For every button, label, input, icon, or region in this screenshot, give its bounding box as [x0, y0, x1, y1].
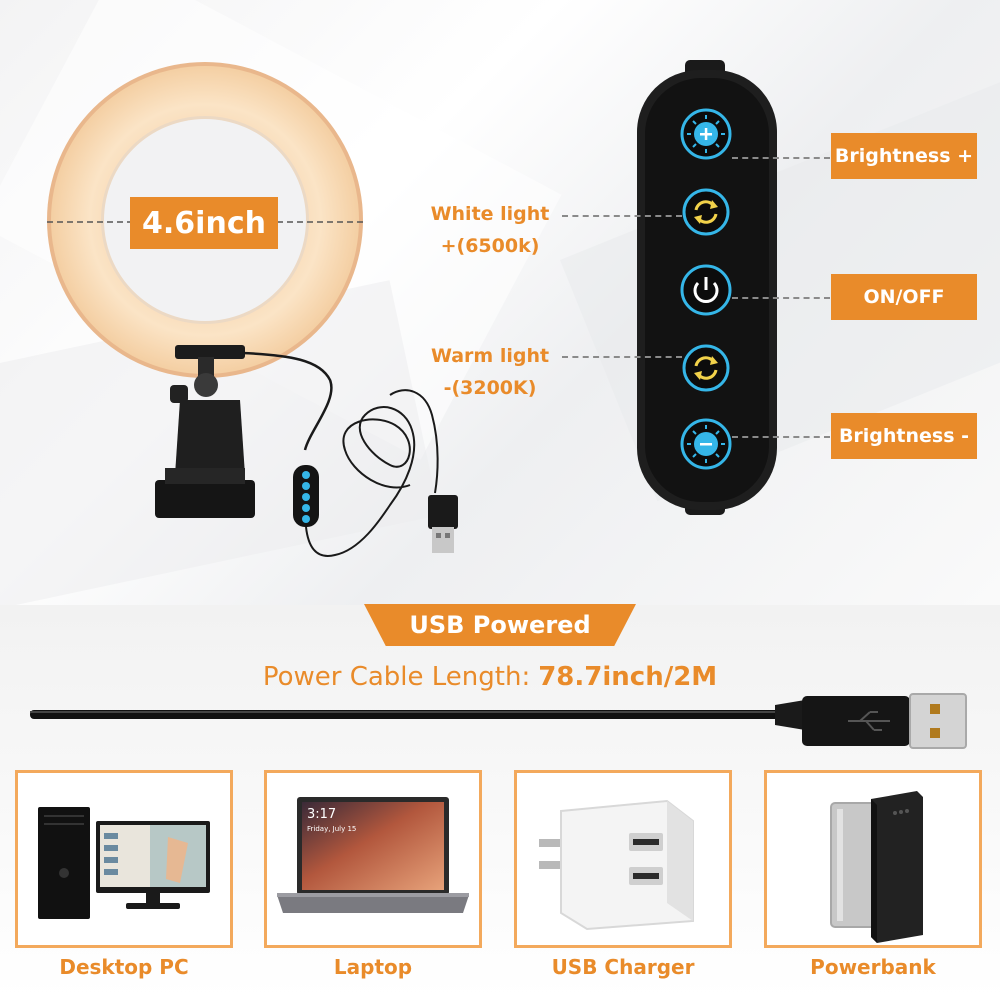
remote-controller-icon	[637, 60, 777, 515]
desktop-pc-icon	[38, 807, 210, 919]
warm-light-button[interactable]	[682, 344, 730, 392]
white-light-button[interactable]	[682, 188, 730, 236]
white-light-leader-line	[562, 215, 682, 217]
powerbank-label: Powerbank	[810, 955, 936, 979]
usb-charger-label: USB Charger	[551, 955, 695, 979]
brightness-up-callout: Brightness +	[831, 133, 977, 179]
usb-charger-card	[514, 770, 732, 948]
brightness-down-leader-line	[732, 436, 830, 438]
white-light-callout: White light +(6500k)	[420, 198, 560, 262]
desktop-pc-label: Desktop PC	[59, 955, 189, 979]
powerbank-card	[764, 770, 982, 948]
laptop-label: Laptop	[333, 955, 413, 979]
power-button[interactable]	[680, 264, 732, 316]
on-off-leader-line	[732, 297, 830, 299]
laptop-card: 3:17 Friday, July 15	[264, 770, 482, 948]
desktop-pc-card	[15, 770, 233, 948]
white-light-label: White light	[430, 203, 550, 225]
clip-mount-icon	[155, 345, 458, 557]
brightness-up-button[interactable]	[680, 108, 732, 160]
cable-length-line: Power Cable Length:78.7inch/2M	[0, 662, 1000, 692]
usb-powered-banner: USB Powered	[364, 604, 636, 646]
cable-length-prefix: Power Cable Length:	[262, 662, 531, 692]
cable-length-value: 78.7inch/2M	[538, 662, 718, 692]
warm-light-callout: Warm light -(3200K)	[420, 340, 560, 404]
warm-light-label: Warm light	[430, 345, 550, 367]
on-off-callout: ON/OFF	[831, 274, 977, 320]
brightness-down-button[interactable]	[680, 418, 732, 470]
laptop-screen-date: Friday, July 15	[307, 825, 357, 833]
brightness-down-callout: Brightness -	[831, 413, 977, 459]
laptop-icon	[277, 797, 469, 913]
warm-light-temp: -(3200K)	[443, 377, 537, 399]
warm-light-leader-line	[562, 356, 682, 358]
usb-cable-icon	[30, 693, 967, 749]
powerbank-icon	[830, 791, 923, 943]
white-light-temp: +(6500k)	[440, 235, 540, 257]
usb-charger-icon	[539, 799, 694, 931]
brightness-up-leader-line	[732, 157, 830, 159]
ring-size-label: 4.6inch	[130, 197, 278, 249]
laptop-screen-time: 3:17	[307, 807, 337, 822]
